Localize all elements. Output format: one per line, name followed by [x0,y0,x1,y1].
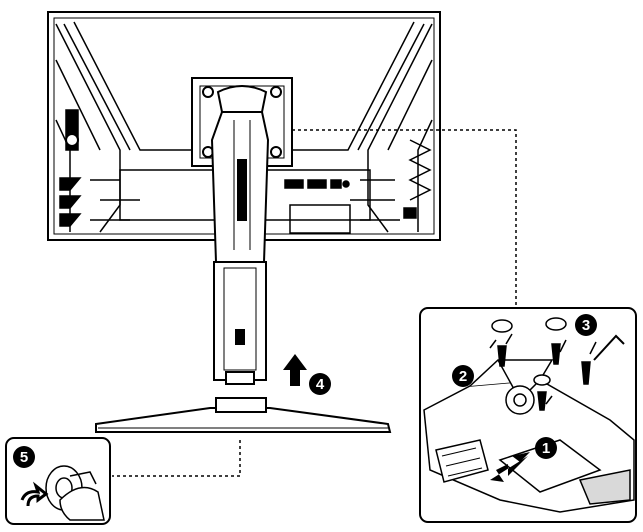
detail-inset [419,307,637,523]
step-number: 2 [459,368,467,385]
hand-icon [59,486,105,521]
step-number: 4 [316,376,325,393]
callout-line-detail [112,129,517,477]
arrow-up-icon [283,354,307,386]
stand-base [95,397,392,433]
step-number: 1 [542,440,550,457]
rotate-arrow-icon [20,481,49,507]
step-badge-5: 5 [13,446,35,468]
step-badge-4: 4 [309,373,331,395]
step-badge-3: 3 [575,314,597,336]
step-badge-2: 2 [452,365,474,387]
step-badge-1: 1 [535,437,557,459]
step-number: 3 [582,317,590,334]
stand-arm [210,85,270,385]
arrow-down-left-icon [490,452,530,482]
screw-icon [489,317,597,411]
step-number: 5 [20,449,28,466]
hex-key-icon [593,334,625,361]
